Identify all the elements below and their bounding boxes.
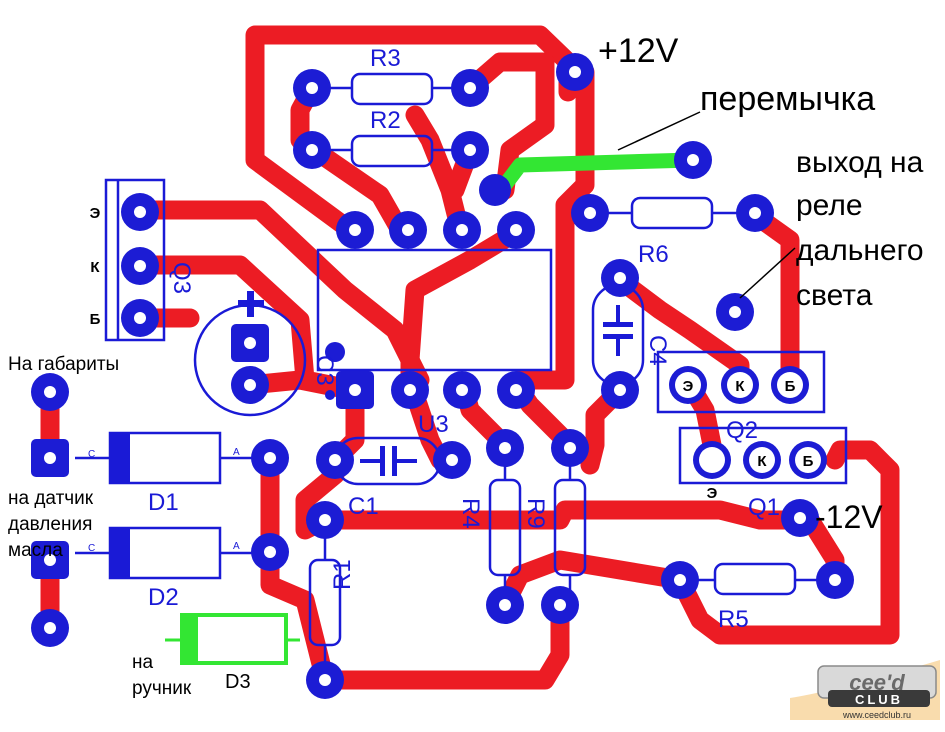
ic-pin1-dot [325,390,335,400]
trace-r6-right [745,205,800,395]
trace-bottom-bus [315,500,845,590]
pad-jumper-left [479,174,511,206]
label-r6: R6 [638,241,669,268]
trace-ic-cross [400,220,530,400]
annotation-jumper: перемычка [700,80,875,118]
pad [325,342,345,362]
pin-b-q2: Б [803,453,814,470]
relay-leader-line [739,247,796,299]
ic-u3-outline [316,248,553,372]
d2-cathode-mark: C [88,543,95,554]
d1-cathode-mark: C [88,449,95,460]
label-d1: D1 [148,489,179,516]
label-r5: R5 [718,606,749,633]
trace-r4-bottom [495,550,690,615]
label-c3: C3 [311,355,338,386]
pin-k-q4: К [735,378,745,395]
annotation-oil-line1: на датчик [8,488,94,509]
r3-outline [350,72,434,106]
annotation-d3: D3 [225,671,251,693]
silkscreen-fills [110,291,633,578]
label-q1: Q1 [748,494,780,521]
annotation-minus12v: -12V [815,499,883,535]
pin-b-q4: Б [785,378,796,395]
annotation-relay-line2: реле [796,189,863,222]
label-r3: R3 [370,45,401,72]
pin-e-q2: Э [707,485,718,502]
annotation-plus12v: +12V [598,32,679,70]
label-c4: C4 [644,335,671,366]
annotation-marker-lights: На габариты [8,354,119,375]
d2-cathode-band [110,528,130,578]
trace-d1-out [260,445,335,690]
pin-k-q2: К [757,453,767,470]
trace-r1-bottom [315,595,570,690]
jumper-leader-line [617,111,701,151]
annotation-oil-line2: давления [8,514,92,535]
logo-url: www.ceedclub.ru [842,710,911,720]
d1-anode-mark: A [233,447,240,458]
q3-pin-b: Б [90,311,101,328]
label-d2: D2 [148,584,179,611]
d1-cathode-band [110,433,130,483]
d2-anode-mark: A [233,541,240,552]
annotation-relay-line1: выход на [796,146,924,179]
annotation-oil-line3: масла [8,540,63,561]
annotation-handbrake-line1: на [132,652,153,673]
trace-r3-right [460,52,555,200]
silkscreen [75,72,848,680]
logo-club: CLUB [855,692,903,707]
annotation-relay-line3: дальнего [796,234,924,267]
q3-pin-k: К [90,259,100,276]
label-r9: R9 [522,498,549,529]
r5-outline [713,562,797,596]
label-r4: R4 [457,498,484,529]
d3-cathode-band [182,615,198,663]
annotation-handbrake-line2: ручник [132,678,192,699]
label-r2: R2 [370,107,401,134]
label-q3: Q3 [168,262,195,294]
pin-e-q4: Э [683,378,694,395]
trace-left-drop [245,130,360,240]
q-block-lower [678,426,848,485]
q-block-upper [656,350,826,414]
label-r1: R1 [329,559,356,590]
r6-outline [630,196,714,230]
q3-outline [104,178,166,342]
d3-diode [165,613,300,665]
annotation-relay-line4: света [796,279,873,312]
trace-r2-link [405,105,470,240]
ceedclub-logo: cee'd CLUB www.ceedclub.ru [790,660,940,720]
label-c1: C1 [348,493,379,520]
label-u3: U3 [418,411,449,438]
pads [31,53,854,699]
label-q2: Q2 [726,417,758,444]
q3-pin-e: Э [90,205,101,222]
